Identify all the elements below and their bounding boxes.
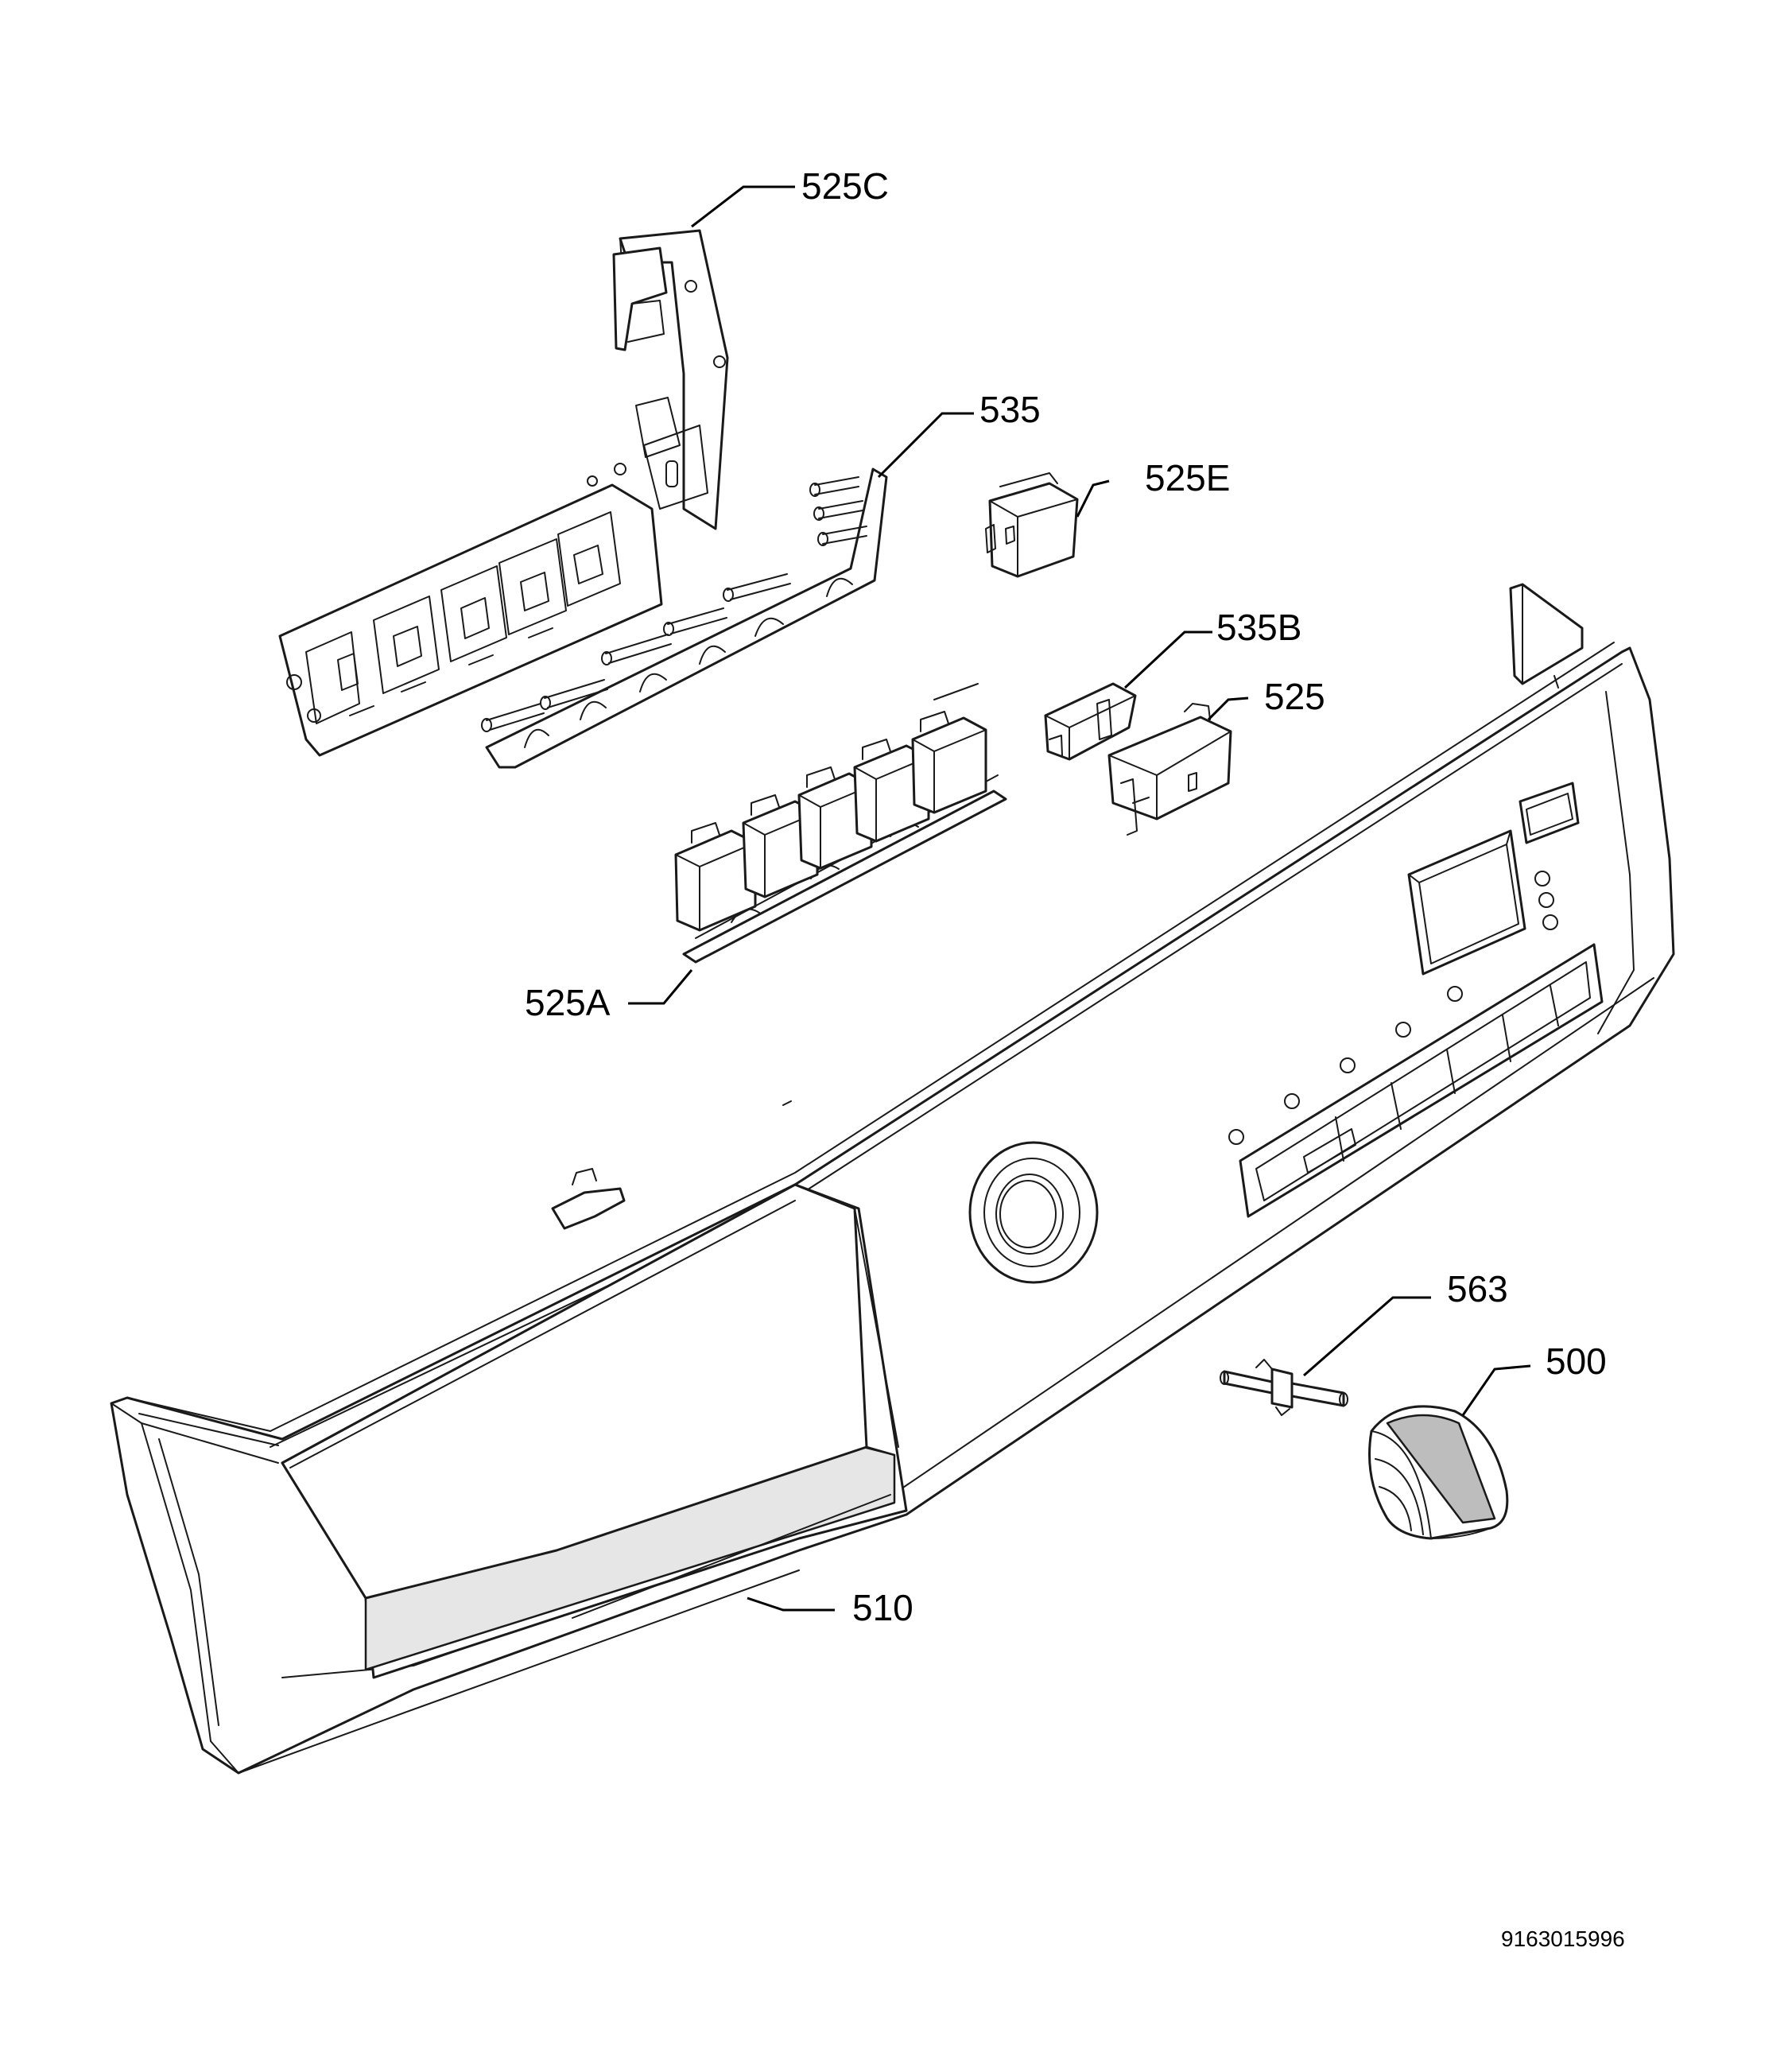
part-525C-switch-frame: [278, 229, 729, 757]
part-525-key: [1107, 703, 1232, 836]
leader-500: [1461, 1364, 1531, 1416]
program-knob-ring: [968, 1141, 1099, 1284]
part-563-shaft: [1220, 1359, 1348, 1416]
label-500: 500: [1546, 1340, 1607, 1382]
leader-525E: [1076, 479, 1110, 518]
label-535: 535: [979, 389, 1041, 430]
button-slot-row: [1239, 943, 1604, 1218]
display-window: [1407, 829, 1526, 976]
part-525E-key: [985, 472, 1079, 578]
leader-563: [1303, 1296, 1431, 1377]
label-525E: 525E: [1145, 457, 1230, 499]
leader-510: [747, 1596, 835, 1612]
leader-535B: [1123, 630, 1212, 689]
label-510: 510: [852, 1587, 913, 1628]
label-525C: 525C: [801, 165, 889, 207]
label-535B: 535B: [1216, 607, 1301, 648]
leader-lines: [628, 185, 1531, 1612]
leader-535: [877, 412, 974, 479]
leader-525C: [691, 185, 795, 228]
label-525: 525: [1264, 676, 1325, 717]
leader-525: [1207, 696, 1249, 721]
leader-525A: [628, 969, 693, 1005]
part-525A-key-row: [674, 683, 1007, 964]
part-500-program-knob: [1368, 1405, 1509, 1540]
document-number: 9163015996: [1501, 1926, 1625, 1951]
part-510-control-panel: [110, 583, 1675, 1775]
part-535B-actuator: [1044, 682, 1137, 761]
part-535-actuator-bar: [481, 468, 888, 769]
label-563: 563: [1447, 1268, 1508, 1309]
label-525A: 525A: [525, 982, 611, 1023]
